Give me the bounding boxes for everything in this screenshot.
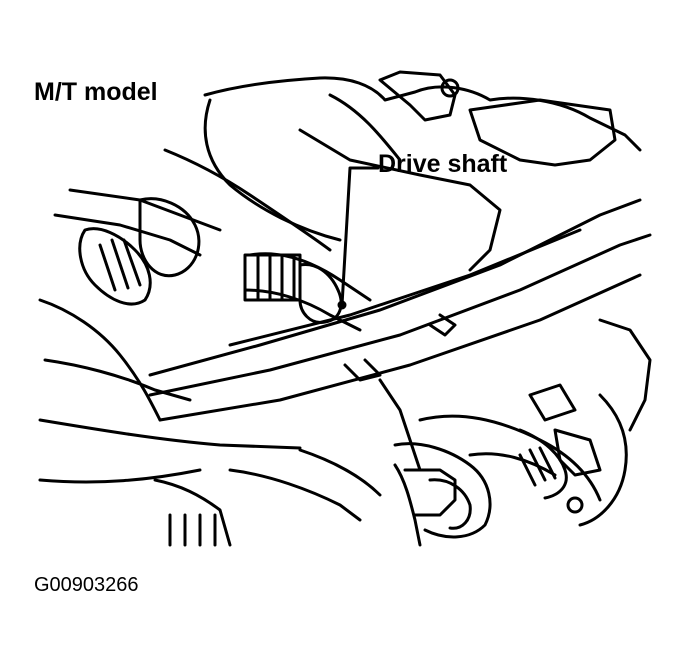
engine-housing-outline [203,76,642,152]
engine-housing-curve [163,148,332,252]
lower-right-tube [468,452,557,477]
left-lower-frame [43,358,192,402]
left-arm-lower [53,213,202,257]
engine-side-panel [298,128,502,272]
model-label: M/T model [34,78,158,106]
bottom-left-panel [153,478,232,547]
lower-right-bracket [378,378,422,472]
hand-outline [393,442,492,539]
tool-handle [393,463,422,547]
engine-cover-curve [328,93,402,162]
frame-member-inner [228,228,582,347]
engine-housing-lower [203,98,342,242]
bottom-center-line [298,448,382,497]
lower-bolt [566,496,584,514]
bolt-head [440,78,460,98]
right-side-frame [598,318,652,432]
right-lower-curve [578,393,628,527]
figure-code: G00903266 [34,574,139,596]
frame-tab [343,358,382,382]
lower-fitting-ribs [518,446,557,487]
frame-member-bottom [158,273,642,422]
bottom-left-slats [168,513,217,547]
clamp-body [528,383,577,422]
lower-right-fitting [553,428,602,477]
callout-leader-dot [337,300,347,310]
frame-member-top [148,198,642,377]
bottom-mid-frame [228,468,362,522]
callout-leader-line [340,166,380,307]
drive-shaft-ribs [256,253,296,302]
left-boot-ribs [98,238,142,292]
frame-tab-2 [428,313,457,337]
left-boot [78,227,152,306]
tool-head [403,468,457,517]
left-lower-curve [38,298,162,422]
frame-member-mid [148,233,652,397]
bracket-right [468,98,617,167]
left-crossmember [38,418,302,450]
lower-right-arm [418,414,602,502]
drive-shaft-joint [298,262,343,324]
tool-grip [428,478,472,530]
left-joint-body [138,197,201,278]
hose-lower [518,428,568,500]
upper-bracket [378,70,457,122]
bottom-floor-line [38,468,202,484]
drive-shaft-callout-label: Drive shaft [378,150,508,178]
left-arm-upper [68,188,222,232]
